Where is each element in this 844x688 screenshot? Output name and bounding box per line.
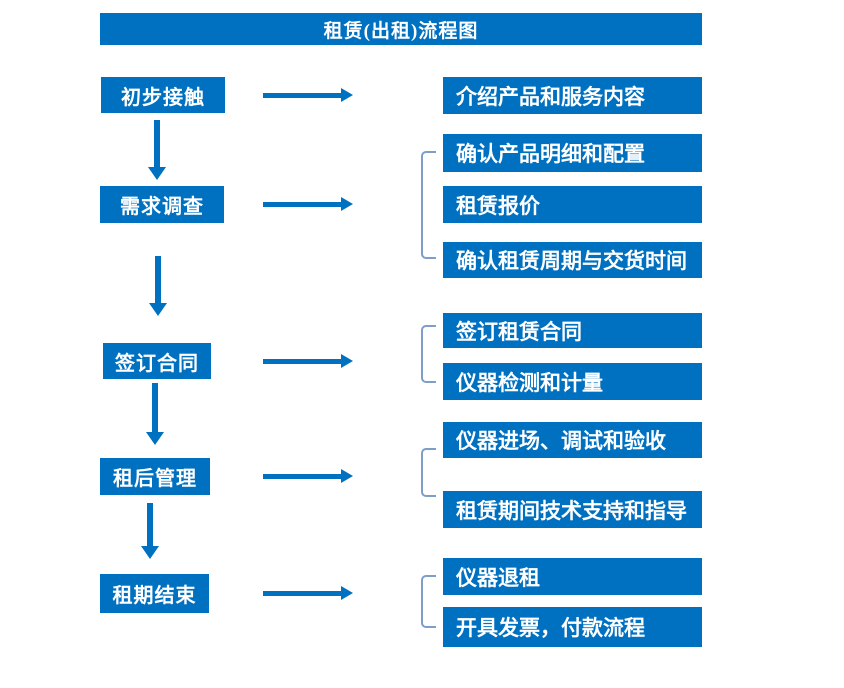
arrow-stem <box>263 92 341 98</box>
detail-confirm-product-config: 确认产品明细和配置 <box>443 134 702 172</box>
detail-sign-rental-contract: 签订租赁合同 <box>443 313 702 348</box>
arrow-stem <box>152 383 158 432</box>
down-arrow-icon <box>141 503 159 559</box>
arrow-stem <box>154 120 160 167</box>
down-arrow-icon <box>149 256 167 316</box>
step-sign-contract: 签订合同 <box>103 343 211 379</box>
arrow-head <box>149 303 167 316</box>
arrow-head <box>341 469 353 483</box>
detail-instrument-setup-acceptance: 仪器进场、调试和验收 <box>443 422 702 458</box>
arrow-head <box>146 432 164 445</box>
arrow-stem <box>263 201 341 207</box>
group-bracket <box>421 325 436 383</box>
right-arrow-icon <box>263 196 353 212</box>
detail-instrument-return: 仪器退租 <box>443 558 702 595</box>
right-arrow-icon <box>263 353 353 369</box>
right-arrow-icon <box>263 468 353 484</box>
down-arrow-icon <box>148 120 166 180</box>
arrow-stem <box>155 256 161 303</box>
step-post-rental-management: 租后管理 <box>100 458 210 495</box>
arrow-stem <box>263 473 341 479</box>
arrow-head <box>341 354 353 368</box>
step-rental-end: 租期结束 <box>100 574 209 613</box>
detail-rental-quote: 租赁报价 <box>443 186 702 223</box>
detail-introduce-products-services: 介绍产品和服务内容 <box>443 77 702 114</box>
arrow-stem <box>263 358 341 364</box>
detail-instrument-testing-metering: 仪器检测和计量 <box>443 363 702 400</box>
step-demand-survey: 需求调查 <box>100 186 224 223</box>
arrow-head <box>341 586 353 600</box>
group-bracket <box>421 151 436 259</box>
detail-tech-support-guidance: 租赁期间技术支持和指导 <box>443 491 702 528</box>
right-arrow-icon <box>263 585 353 601</box>
down-arrow-icon <box>146 383 164 445</box>
right-arrow-icon <box>263 87 353 103</box>
arrow-stem <box>263 590 341 596</box>
group-bracket <box>421 448 436 497</box>
arrow-head <box>141 546 159 559</box>
detail-confirm-rental-period-delivery: 确认租赁周期与交货时间 <box>443 242 702 278</box>
detail-invoice-payment-process: 开具发票，付款流程 <box>443 607 702 647</box>
flowchart-title: 租赁(出租)流程图 <box>100 13 702 45</box>
arrow-stem <box>147 503 153 546</box>
arrow-head <box>341 197 353 211</box>
step-initial-contact: 初步接触 <box>101 77 225 113</box>
arrow-head <box>341 88 353 102</box>
arrow-head <box>148 167 166 180</box>
group-bracket <box>421 575 436 628</box>
